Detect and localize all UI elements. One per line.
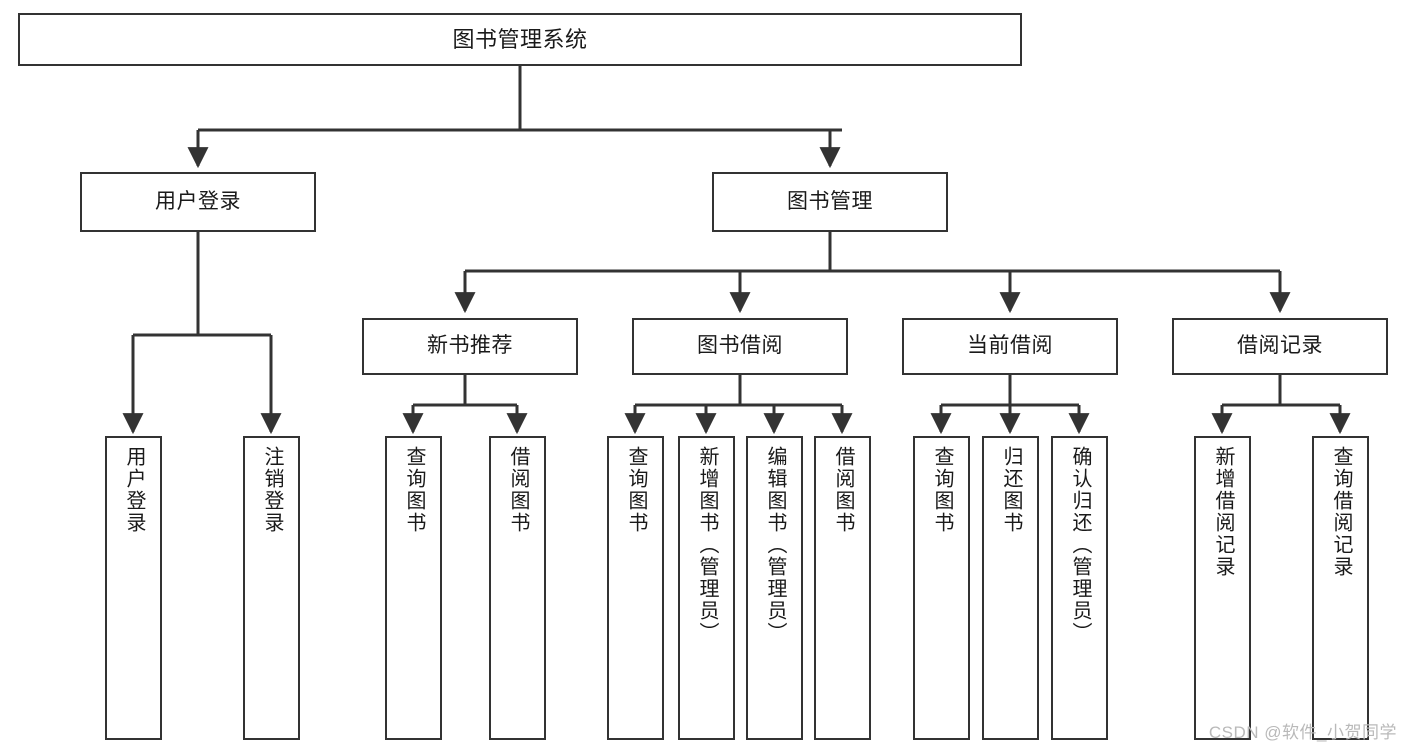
node-book-borrow[interactable]: 图书借阅 — [632, 318, 848, 375]
node-label: 查询图书 — [625, 446, 647, 534]
node-label: 归还图书 — [1000, 446, 1022, 534]
node-label: 图书借阅 — [697, 334, 783, 358]
node-leaf-query-book-recommend[interactable]: 查询图书 — [385, 436, 442, 740]
node-label: 用户登录 — [155, 189, 241, 213]
node-leaf-user-logout[interactable]: 注销登录 — [243, 436, 300, 740]
node-label: 新增图书（管理员） — [696, 446, 718, 644]
node-current-borrow[interactable]: 当前借阅 — [902, 318, 1118, 375]
node-label: 编辑图书（管理员） — [764, 446, 786, 644]
watermark-text: CSDN @软件_小贺同学 — [1208, 723, 1397, 742]
node-leaf-confirm-return-admin[interactable]: 确认归还（管理员） — [1051, 436, 1108, 740]
node-label: 新书推荐 — [427, 334, 513, 358]
node-user-login[interactable]: 用户登录 — [80, 172, 316, 232]
node-book-management[interactable]: 图书管理 — [712, 172, 948, 232]
node-leaf-query-book-current[interactable]: 查询图书 — [913, 436, 970, 740]
node-leaf-user-login[interactable]: 用户登录 — [105, 436, 162, 740]
node-label: 图书管理 — [787, 189, 873, 213]
node-leaf-return-book[interactable]: 归还图书 — [982, 436, 1039, 740]
node-label: 查询图书 — [931, 446, 953, 534]
node-new-book-recommend[interactable]: 新书推荐 — [362, 318, 578, 375]
node-label: 确认归还（管理员） — [1069, 446, 1091, 644]
node-label: 图书管理系统 — [452, 26, 588, 52]
node-label: 借阅图书 — [832, 446, 854, 534]
node-borrow-record[interactable]: 借阅记录 — [1172, 318, 1388, 375]
node-leaf-add-borrow-record[interactable]: 新增借阅记录 — [1194, 436, 1251, 740]
node-leaf-query-book-borrow[interactable]: 查询图书 — [607, 436, 664, 740]
node-leaf-query-borrow-record[interactable]: 查询借阅记录 — [1312, 436, 1369, 740]
node-label: 借阅图书 — [507, 446, 529, 534]
node-label: 查询借阅记录 — [1330, 446, 1352, 578]
node-label: 注销登录 — [261, 446, 283, 534]
node-root-system[interactable]: 图书管理系统 — [18, 13, 1022, 66]
node-label: 用户登录 — [123, 446, 145, 534]
node-leaf-add-book-admin[interactable]: 新增图书（管理员） — [678, 436, 735, 740]
node-label: 查询图书 — [403, 446, 425, 534]
node-leaf-edit-book-admin[interactable]: 编辑图书（管理员） — [746, 436, 803, 740]
node-label: 借阅记录 — [1237, 334, 1323, 358]
node-label: 新增借阅记录 — [1212, 446, 1234, 578]
node-label: 当前借阅 — [967, 334, 1053, 358]
node-leaf-borrow-book[interactable]: 借阅图书 — [814, 436, 871, 740]
node-leaf-borrow-book-recommend[interactable]: 借阅图书 — [489, 436, 546, 740]
